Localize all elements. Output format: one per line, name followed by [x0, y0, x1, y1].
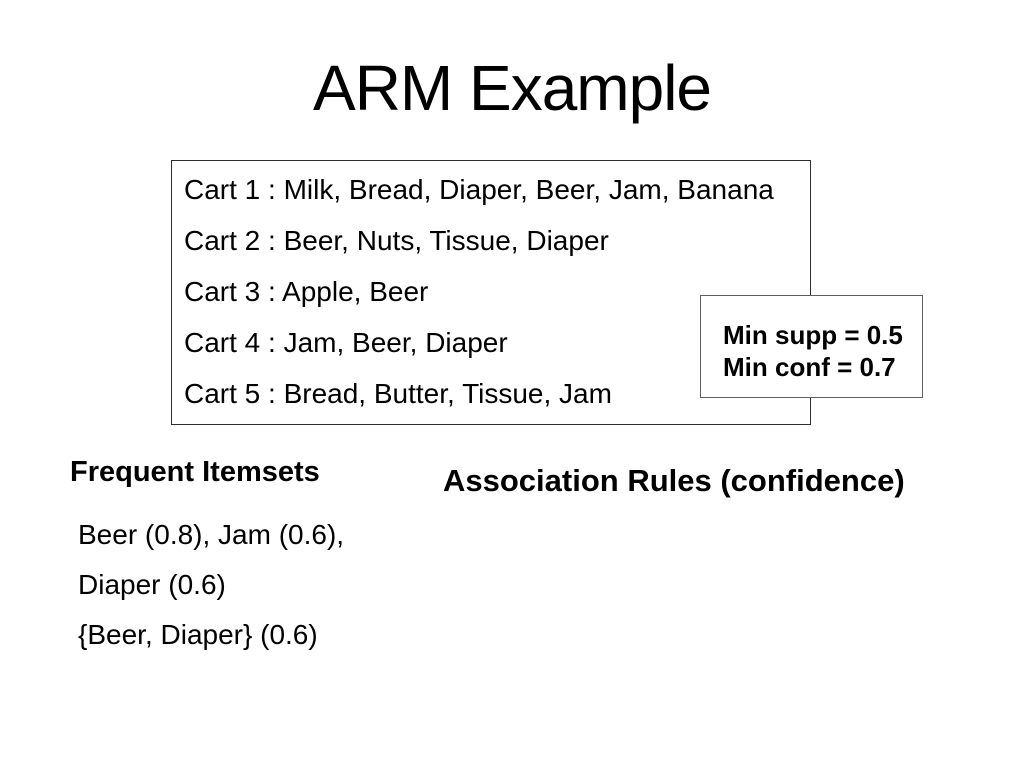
min-thresholds-box: Min supp = 0.5 Min conf = 0.7 [700, 295, 923, 398]
threshold-line: Min conf = 0.7 [723, 352, 896, 382]
transactions-box: Cart 1 : Milk, Bread, Diaper, Beer, Jam,… [171, 160, 811, 425]
transaction-line: Cart 2 : Beer, Nuts, Tissue, Diaper [184, 225, 609, 256]
transaction-line: Cart 4 : Jam, Beer, Diaper [184, 327, 508, 358]
association-rules-heading: Association Rules (confidence) [443, 463, 905, 498]
transaction-line: Cart 5 : Bread, Butter, Tissue, Jam [184, 378, 612, 409]
frequent-itemset-line: Beer (0.8), Jam (0.6), [78, 519, 345, 550]
frequent-itemset-line: Diaper (0.6) [78, 569, 226, 600]
threshold-line: Min supp = 0.5 [723, 320, 903, 350]
transaction-line: Cart 3 : Apple, Beer [184, 276, 429, 307]
frequent-itemsets-list: Beer (0.8), Jam (0.6), Diaper (0.6) {Bee… [78, 510, 344, 660]
slide-title: ARM Example [313, 52, 712, 124]
frequent-itemsets-heading: Frequent Itemsets [70, 456, 320, 488]
frequent-itemset-line: {Beer, Diaper} (0.6) [78, 619, 318, 650]
transaction-line: Cart 1 : Milk, Bread, Diaper, Beer, Jam,… [184, 174, 774, 205]
